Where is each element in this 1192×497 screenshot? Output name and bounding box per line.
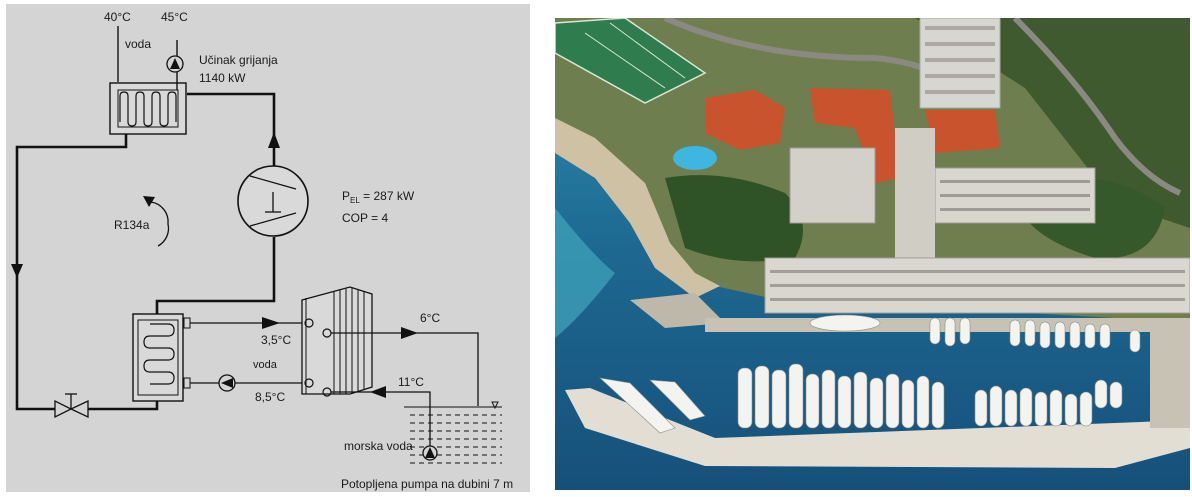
- temp-label-45: 45°C: [161, 10, 188, 24]
- seawater-outlet-arrow: [401, 327, 418, 339]
- water-label-top: voda: [125, 37, 151, 51]
- power-label: PEL = 287 kW: [342, 189, 415, 205]
- road-right: [1012, 18, 1182, 196]
- pine-trees: [665, 175, 803, 262]
- forest-upper-right: [915, 18, 1190, 228]
- yachts: [599, 314, 1141, 434]
- submersible-pump-icon: [422, 445, 438, 461]
- expansion-valve-icon: [54, 393, 89, 419]
- block-left: [789, 147, 876, 224]
- water-flow-arrow: [262, 317, 280, 329]
- tennis-courts: [555, 18, 707, 104]
- breakwater: [565, 388, 1190, 468]
- flow-arrow-down: [11, 264, 23, 278]
- refrigerant-label: R134a: [114, 218, 150, 232]
- main-roof: [810, 88, 900, 183]
- temp-label-3-5: 3,5°C: [261, 333, 291, 347]
- temp-label-11: 11°C: [398, 375, 424, 389]
- condenser: [109, 82, 187, 135]
- compressor-icon: [237, 165, 309, 237]
- plate-heat-exchanger: [301, 286, 373, 397]
- octagonal-roof: [705, 90, 785, 150]
- swimming-pool: [673, 146, 717, 170]
- flow-arrow-up: [268, 132, 280, 148]
- hotel-buildings: [705, 18, 1190, 314]
- aerial-resort-photo: [555, 18, 1190, 490]
- seawater-inlet-arrow: [370, 386, 386, 398]
- rotation-arrow: [150, 201, 170, 247]
- power-value: = 287 kW: [360, 189, 415, 203]
- rotation-arrowhead: [143, 196, 155, 207]
- marina-jetty: [1150, 318, 1190, 428]
- roof-right: [925, 110, 1000, 153]
- heating-output-value: 1140 kW: [199, 71, 246, 85]
- sea-water-surface: [404, 401, 502, 464]
- heat-pump-diagram: 40°C 45°C voda Učinak grijanja 1140 kW P…: [6, 4, 530, 492]
- cop-label: COP = 4: [342, 211, 388, 225]
- heating-output-label: Učinak grijanja: [199, 53, 278, 67]
- seawater-inlet-pipe: [331, 391, 431, 446]
- temp-label-40: 40°C: [104, 10, 131, 24]
- diagram-background: [6, 4, 530, 492]
- beach: [555, 118, 720, 298]
- water-label-mid: voda: [253, 359, 278, 371]
- central-walkway: [895, 128, 935, 278]
- shallow-water: [555, 208, 615, 338]
- power-symbol: P: [342, 189, 350, 203]
- seawater-label: morska voda: [344, 439, 413, 453]
- pump-caption-box: [336, 474, 530, 492]
- water-pump-icon: [166, 55, 184, 73]
- temp-label-8-5: 8,5°C: [255, 390, 285, 404]
- seawater-outlet-pipe: [331, 332, 479, 406]
- circulation-pump-icon: [218, 374, 236, 392]
- evaporator: [132, 313, 191, 402]
- power-subscript: EL: [350, 196, 360, 205]
- pump-caption: Potopljena pumpa na dubini 7 m: [341, 477, 513, 491]
- temp-label-6: 6°C: [420, 311, 440, 325]
